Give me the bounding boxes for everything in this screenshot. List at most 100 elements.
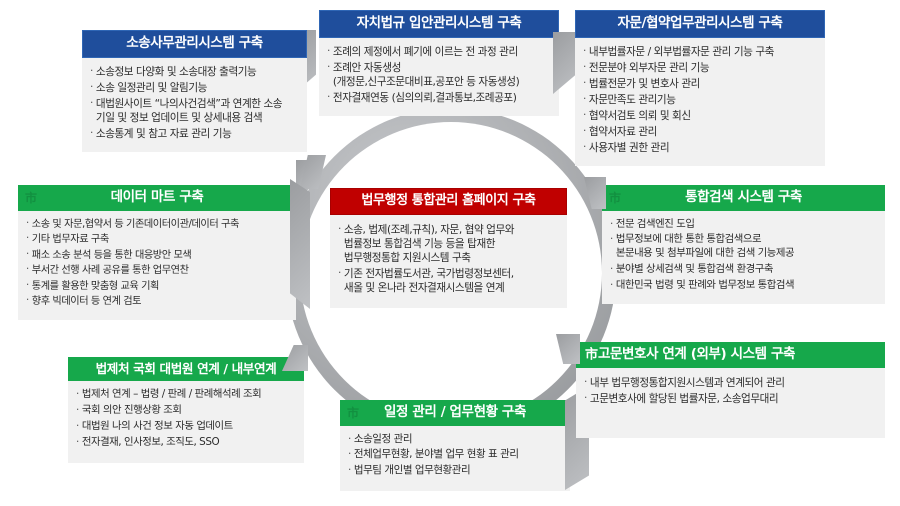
- list-item: ·기타 법무자료 구축: [26, 233, 290, 247]
- list-item-text: 사용자별 권한 관리: [588, 141, 670, 154]
- card-header-search: 市 통합검색 시스템 구축: [602, 185, 885, 211]
- list-item: ·분야별 상세검색 및 통합검색 환경구축: [610, 263, 879, 277]
- list-item-text: 패소 소송 분석 등을 통한 대응방안 모색: [31, 249, 192, 261]
- list-item-text: 법률전문가 및 변호사 관리: [588, 77, 700, 90]
- bullet-dot-icon: ·: [583, 76, 586, 89]
- list-item-text: 전자결재연동 (심의의뢰,결과통보,조례공포): [332, 91, 517, 104]
- header-label-search: 통합검색 시스템 구축: [685, 189, 802, 205]
- list-item: ·소송 및 자문,협약서 등 기존데이터이관/데이터 구축: [26, 218, 290, 232]
- list-item: ·소송, 법제(조례,규칙), 자문, 협약 업무와 법률정보 통합검색 기능 …: [338, 223, 561, 265]
- card-search[interactable]: 市 통합검색 시스템 구축 ·전문 검색엔진 도입 ·법무정보에 대한 통한 통…: [584, 177, 885, 304]
- card-body-advisory: ·내부법률자문 / 외부법률자문 관리 기능 구축 ·전문분야 외부자문 관리 …: [575, 38, 825, 167]
- list-item-text: 분야별 상세검색 및 통합검색 환경구축: [615, 263, 774, 275]
- bullet-dot-icon: ·: [76, 435, 79, 448]
- card-body-linkage: ·법제처 연계 – 법령 / 판례 / 판례해석례 조회 ·국회 의안 진행상황…: [68, 381, 304, 462]
- list-item: ·법제처 연계 – 법령 / 판례 / 판례해석례 조회: [76, 388, 298, 402]
- list-item: ·대한민국 법령 및 판례와 법무정보 통합검색: [610, 279, 879, 293]
- list-item-text: 대법원사이트 “나의사건검색”과 연계한 소송 기일 및 정보 업데이트 및 상…: [95, 97, 283, 124]
- list-item-text: 대한민국 법령 및 판례와 법무정보 통합검색: [615, 278, 795, 291]
- card-litigation[interactable]: 소송사무관리시스템 구축 ·소송정보 다양화 및 소송대장 출력기능 ·소송 일…: [82, 30, 326, 189]
- bullet-dot-icon: ·: [610, 278, 613, 291]
- bullet-dot-icon: ·: [90, 80, 93, 93]
- list-item-text: 소송일정 관리: [353, 432, 413, 445]
- card-header-advisory: 자문/협약업무관리시스템 구축: [575, 10, 825, 38]
- card-header-schedule: 市 일정 관리 / 업무현황 구축: [340, 400, 570, 426]
- list-item-text: 내부 법무행정통합지원시스템과 연계되어 관리: [589, 376, 785, 389]
- header-icon-search: 市: [609, 190, 621, 205]
- bullet-dot-icon: ·: [327, 60, 330, 73]
- list-item-text: 소송, 법제(조례,규칙), 자문, 협약 업무와 법률정보 통합검색 기능 등…: [343, 223, 515, 265]
- list-item-text: 기타 법무자료 구축: [31, 234, 109, 246]
- header-label-external-lawyer: 고문변호사 연계 (외부) 시스템 구축: [598, 346, 796, 362]
- list-item-text: 고문변호사에 할당된 법률자문, 소송업무대리: [589, 392, 779, 405]
- list-item: ·소송정보 다양화 및 소송대장 출력기능: [90, 65, 301, 79]
- bullet-dot-icon: ·: [90, 64, 93, 77]
- card-linkage[interactable]: 법제처 국회 대법원 연계 / 내부연계 ·법제처 연계 – 법령 / 판례 /…: [68, 345, 308, 463]
- list-item: ·고문변호사에 할당된 법률자문, 소송업무대리: [584, 392, 879, 406]
- bullet-dot-icon: ·: [610, 233, 613, 246]
- bullet-dot-icon: ·: [348, 464, 351, 477]
- list-item: ·협약서검토 의뢰 및 회신: [583, 109, 819, 123]
- bullet-dot-icon: ·: [26, 264, 29, 276]
- bullet-dot-icon: ·: [90, 96, 93, 109]
- list-item-text: 전체업무현황, 분야별 업무 현황 표 관리: [353, 448, 519, 461]
- list-item-text: 대법원 나의 사건 정보 자동 업데이트: [81, 420, 233, 433]
- header-label-advisory: 자문/협약업무관리시스템 구축: [617, 15, 783, 31]
- list-item-text: 조례안 자동생성 (개정문,신구조문대비표,공포안 등 자동생성): [332, 61, 520, 88]
- list-item-text: 소송 및 자문,협약서 등 기존데이터이관/데이터 구축: [31, 218, 240, 230]
- bullet-dot-icon: ·: [583, 44, 586, 57]
- bullet-dot-icon: ·: [26, 233, 29, 245]
- list-item: ·대법원사이트 “나의사건검색”과 연계한 소송 기일 및 정보 업데이트 및 …: [90, 97, 301, 125]
- card-body-external-lawyer: ·내부 법무행정통합지원시스템과 연계되어 관리 ·고문변호사에 할당된 법률자…: [576, 368, 885, 438]
- card-center-portal[interactable]: 법무행정 통합관리 홈페이지 구축 ·소송, 법제(조례,규칙), 자문, 협약…: [330, 188, 567, 309]
- header-icon-schedule: 市: [347, 405, 359, 420]
- card-body-center-portal: ·소송, 법제(조례,규칙), 자문, 협약 업무와 법률정보 통합검색 기능 …: [330, 215, 567, 308]
- list-item-text: 자문만족도 관리기능: [588, 93, 676, 106]
- list-item: ·법무팀 개인별 업무현황관리: [348, 464, 564, 478]
- list-item: ·기존 전자법률도서관, 국가법령정보센터, 새올 및 온나라 전자결재시스템을…: [338, 267, 561, 295]
- list-item: ·소송 일정관리 및 알림기능: [90, 81, 301, 95]
- card-header-datamart: 市 데이터 마트 구축: [18, 185, 296, 211]
- card-external-lawyer[interactable]: 市 고문변호사 연계 (외부) 시스템 구축 ·내부 법무행정통합지원시스템과 …: [556, 334, 885, 438]
- card-datamart[interactable]: 市 데이터 마트 구축 ·소송 및 자문,협약서 등 기존데이터이관/데이터 구…: [18, 179, 310, 320]
- list-item: ·패소 소송 분석 등을 통한 대응방안 모색: [26, 249, 290, 263]
- card-schedule[interactable]: 市 일정 관리 / 업무현황 구축 ·소송일정 관리 ·전체업무현황, 분야별 …: [340, 386, 589, 492]
- list-item: ·조례의 제정에서 폐기에 이르는 전 과정 관리: [327, 45, 553, 59]
- header-label-ordinance: 자치법규 입안관리시스템 구축: [356, 15, 522, 31]
- bullet-dot-icon: ·: [610, 217, 613, 230]
- list-item: ·국회 의안 진행상황 조회: [76, 404, 298, 418]
- bullet-dot-icon: ·: [327, 90, 330, 103]
- bullet-dot-icon: ·: [338, 267, 341, 280]
- bullet-dot-icon: ·: [583, 60, 586, 73]
- list-item-text: 소송통계 및 참고 자료 관리 기능: [95, 127, 232, 140]
- card-header-center-portal: 법무행정 통합관리 홈페이지 구축: [330, 188, 567, 215]
- bullet-dot-icon: ·: [584, 375, 587, 388]
- card-body-ordinance: ·조례의 제정에서 폐기에 이르는 전 과정 관리 ·조례안 자동생성 (개정문…: [319, 38, 559, 116]
- card-ordinance[interactable]: 자치법규 입안관리시스템 구축 ·조례의 제정에서 폐기에 이르는 전 과정 관…: [319, 10, 575, 116]
- list-item: ·통계를 활용한 맞춤형 교육 기획: [26, 280, 290, 294]
- list-item: ·내부법률자문 / 외부법률자문 관리 기능 구축: [583, 45, 819, 59]
- card-body-datamart: ·소송 및 자문,협약서 등 기존데이터이관/데이터 구축 ·기타 법무자료 구…: [18, 211, 296, 320]
- list-item: ·사용자별 권한 관리: [583, 141, 819, 155]
- header-icon-external-lawyer: 市: [585, 347, 598, 363]
- bullet-dot-icon: ·: [583, 124, 586, 137]
- list-item-text: 통계를 활용한 맞춤형 교육 기획: [31, 280, 160, 292]
- list-item-text: 협약서자료 관리: [588, 125, 657, 138]
- list-item: ·전문분야 외부자문 관리 기능: [583, 61, 819, 75]
- card-body-litigation: ·소송정보 다양화 및 소송대장 출력기능 ·소송 일정관리 및 알림기능 ·대…: [82, 58, 307, 152]
- bullet-dot-icon: ·: [348, 448, 351, 461]
- bullet-dot-icon: ·: [584, 391, 587, 404]
- card-advisory[interactable]: 자문/협약업무관리시스템 구축 ·내부법률자문 / 외부법률자문 관리 기능 구…: [575, 10, 825, 167]
- bullet-dot-icon: ·: [338, 222, 341, 235]
- list-item-text: 전문 검색엔진 도입: [615, 217, 695, 230]
- bullet-dot-icon: ·: [76, 388, 79, 401]
- list-item: ·내부 법무행정통합지원시스템과 연계되어 관리: [584, 376, 879, 390]
- bullet-dot-icon: ·: [583, 140, 586, 153]
- card-shadow-datamart: [290, 179, 310, 309]
- list-item-text: 향후 빅데이터 등 연계 검토: [31, 296, 142, 308]
- list-item-text: 법무정보에 대한 통한 통합검색으로 본문내용 및 첨부파일에 대한 검색 기능…: [615, 233, 795, 260]
- list-item: ·소송통계 및 참고 자료 관리 기능: [90, 127, 301, 141]
- list-item: ·법률전문가 및 변호사 관리: [583, 77, 819, 91]
- list-item-text: 조례의 제정에서 폐기에 이르는 전 과정 관리: [332, 45, 518, 58]
- bullet-dot-icon: ·: [26, 279, 29, 291]
